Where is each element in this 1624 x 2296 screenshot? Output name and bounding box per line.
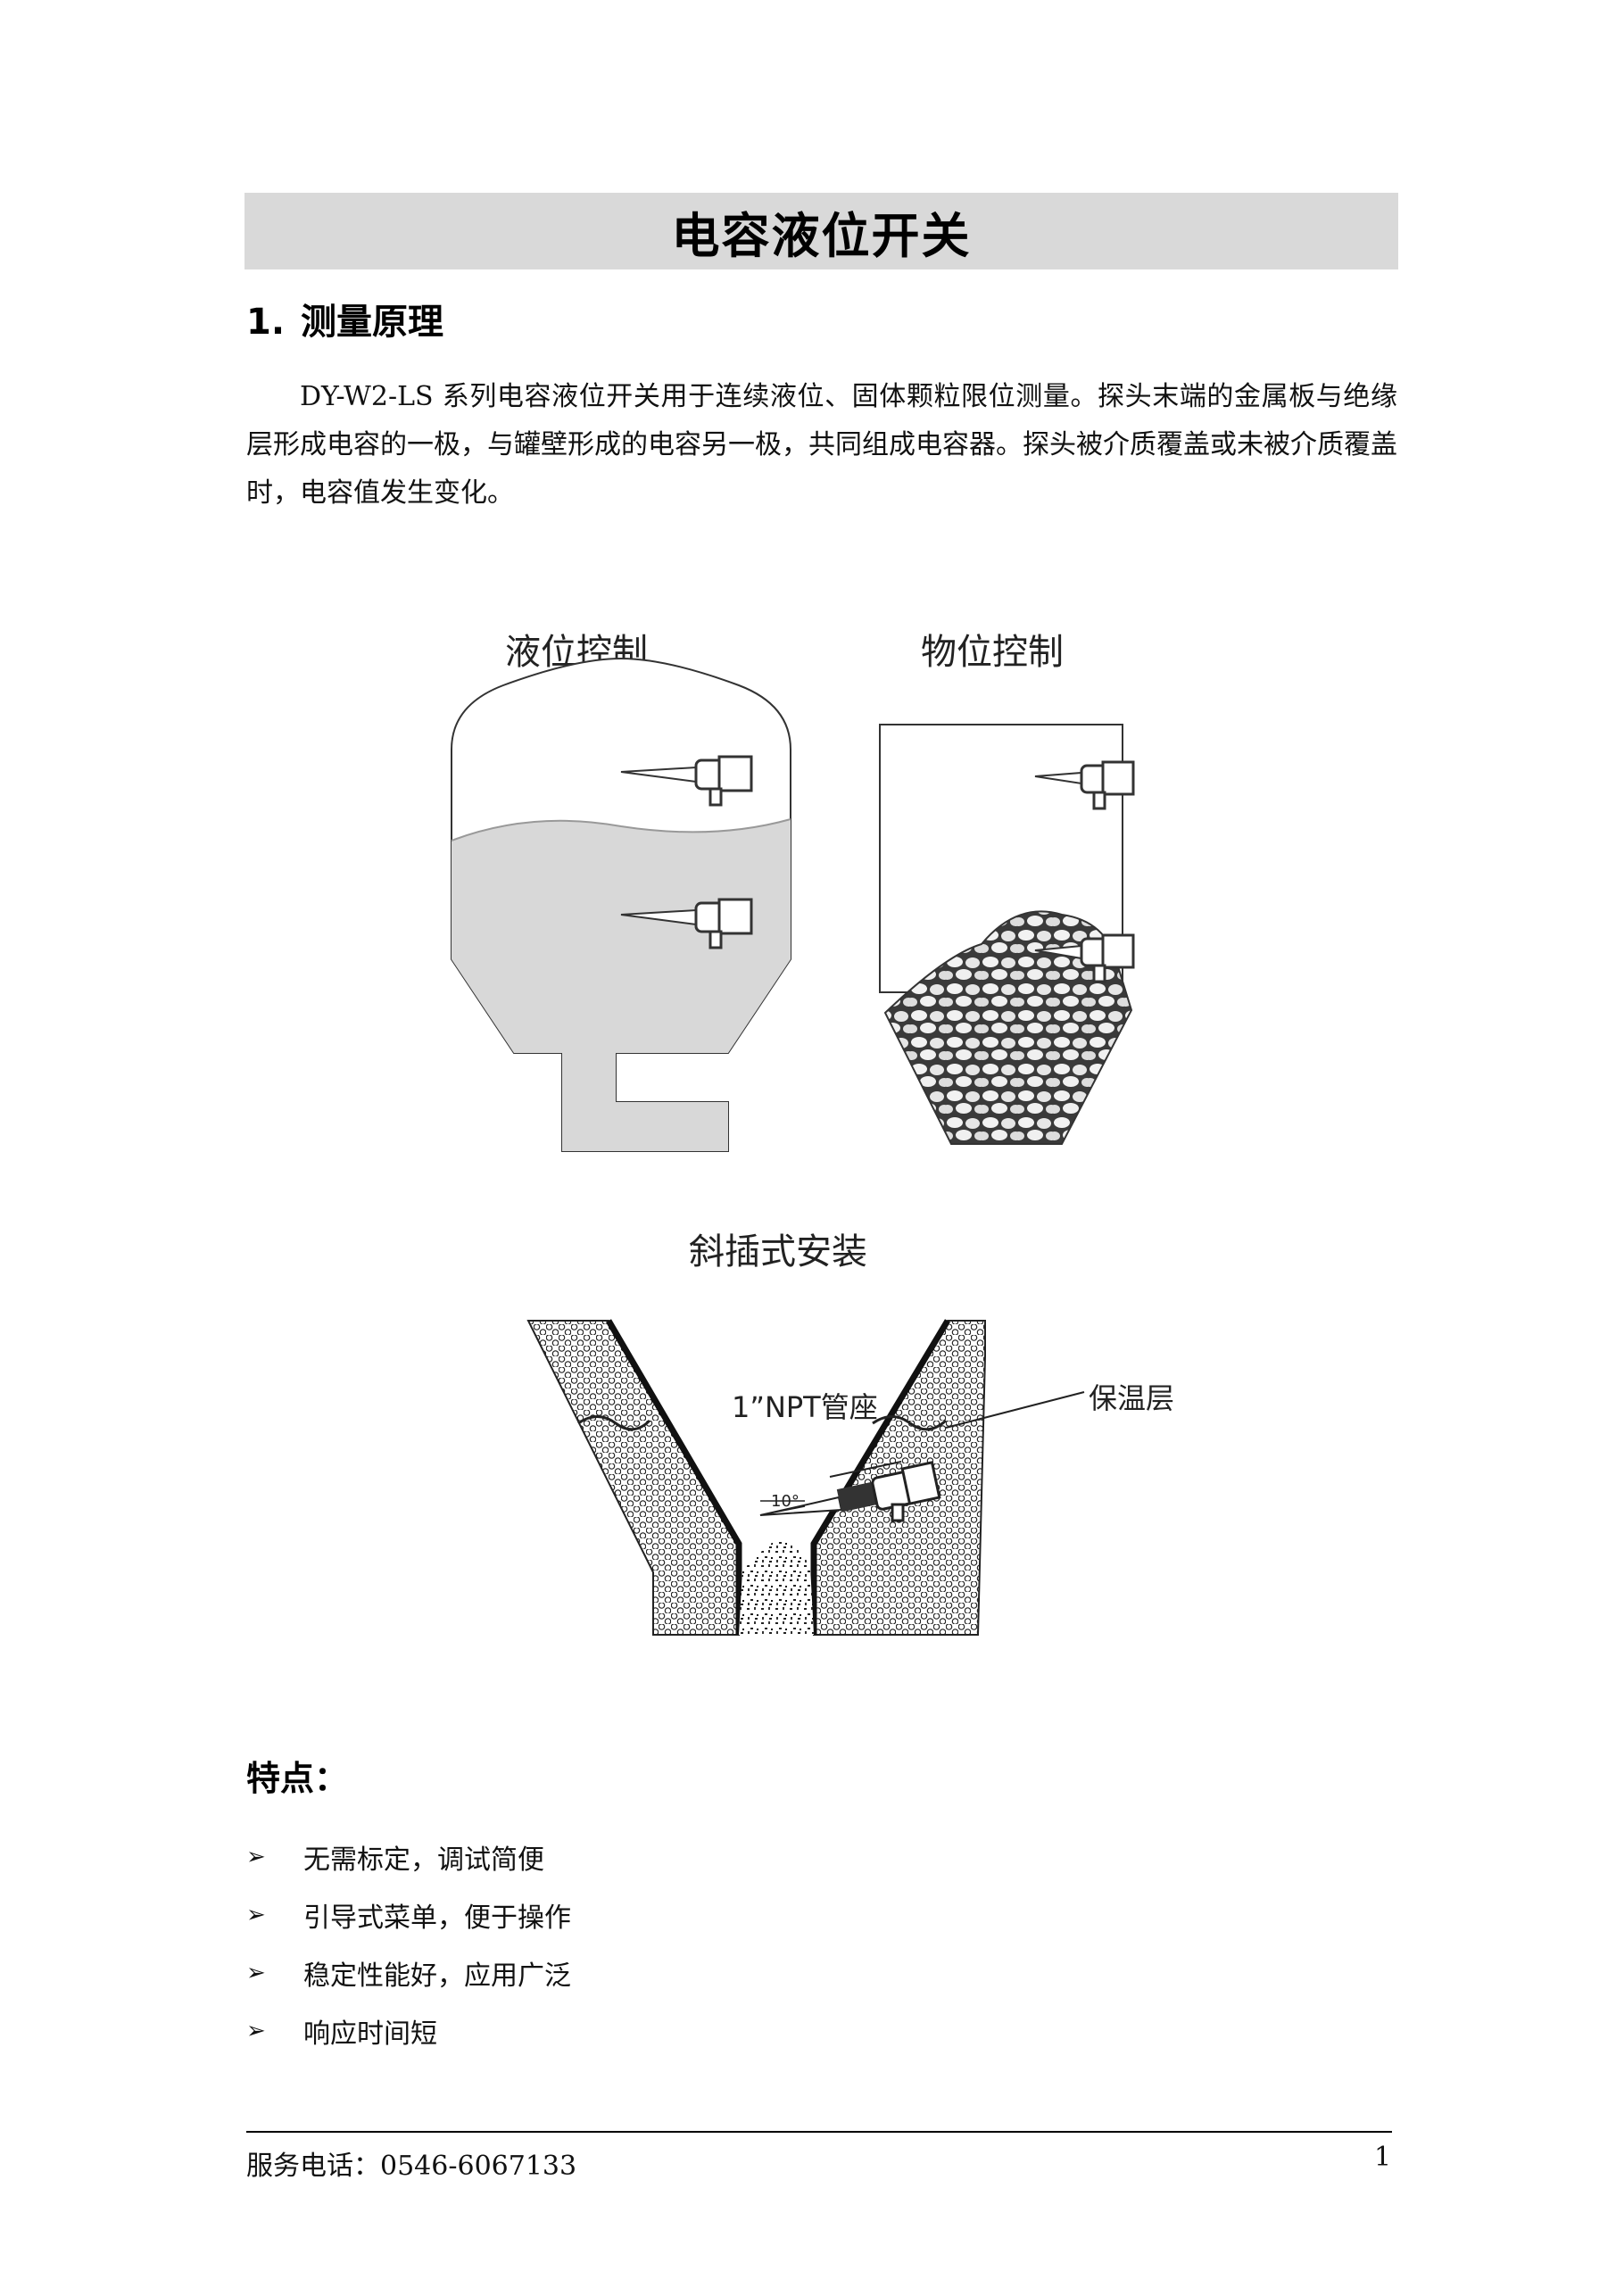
arrow-bullet-icon: ➢ [246, 1843, 266, 1870]
insulation-layer-label: 保温层 [1089, 1381, 1175, 1415]
intro-paragraph: DY-W2-LS 系列电容液位开关用于连续液位、固体颗粒限位测量。探头末端的金属… [246, 381, 1397, 509]
arrow-bullet-icon: ➢ [246, 1959, 266, 1986]
page-number: 1 [1374, 2142, 1392, 2173]
arrow-bullet-icon: ➢ [246, 2017, 266, 2044]
angled-probe [759, 1461, 941, 1522]
npt-port-label: 1”NPT管座 [732, 1390, 878, 1424]
section-heading: 1. 测量原理 [246, 293, 443, 344]
feature-text: 引导式菜单，便于操作 [303, 1902, 571, 1934]
probe-upper-liquid [620, 755, 753, 807]
feature-text: 稳定性能好，应用广泛 [303, 1960, 571, 1992]
feature-text: 响应时间短 [303, 2018, 437, 2050]
solid-control-label: 物位控制 [921, 632, 1064, 673]
features-heading: 特点： [246, 1759, 349, 1798]
probe-lower-liquid [620, 898, 753, 949]
features-list: ➢ 无需标定，调试简便 ➢ 引导式菜单，便于操作 ➢ 稳定性能好，应用广泛 ➢ … [246, 1828, 571, 2060]
principle-figure: 液位控制 物位控制 斜插式安装 1”NPT管座 保温层 10° [446, 607, 1214, 1660]
arrow-bullet-icon: ➢ [246, 1901, 266, 1928]
section-title: 测量原理 [301, 302, 444, 343]
probe-lower-solid [1034, 933, 1135, 983]
list-item: ➢ 引导式菜单，便于操作 [246, 1886, 571, 1944]
probe-upper-solid [1034, 760, 1135, 810]
footer-divider [246, 2131, 1392, 2133]
feature-text: 无需标定，调试简便 [303, 1844, 544, 1876]
installation-label: 斜插式安装 [689, 1231, 867, 1272]
title-bar: 电容液位开关 [244, 193, 1398, 269]
list-item: ➢ 稳定性能好，应用广泛 [246, 1944, 571, 2002]
page-title: 电容液位开关 [671, 207, 972, 264]
section-number: 1. [246, 302, 286, 343]
list-item: ➢ 响应时间短 [246, 2002, 571, 2060]
figure-drawing [451, 657, 1135, 1636]
angled-installation [526, 1319, 1085, 1636]
service-phone: 服务电话：0546-6067133 [246, 2151, 577, 2182]
list-item: ➢ 无需标定，调试简便 [246, 1828, 571, 1886]
